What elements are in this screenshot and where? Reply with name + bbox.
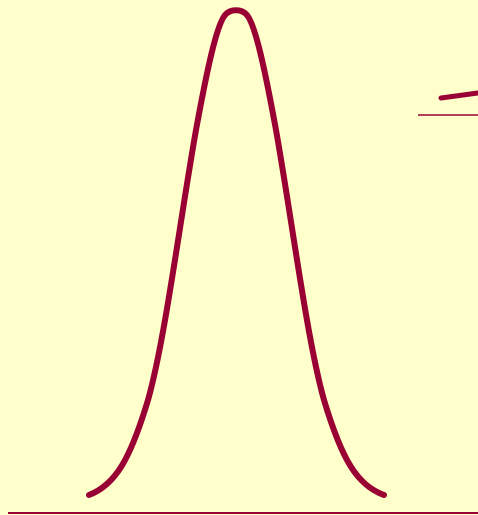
cut-off-stroke-fragment — [438, 90, 478, 101]
bell-curve-line — [86, 7, 387, 498]
